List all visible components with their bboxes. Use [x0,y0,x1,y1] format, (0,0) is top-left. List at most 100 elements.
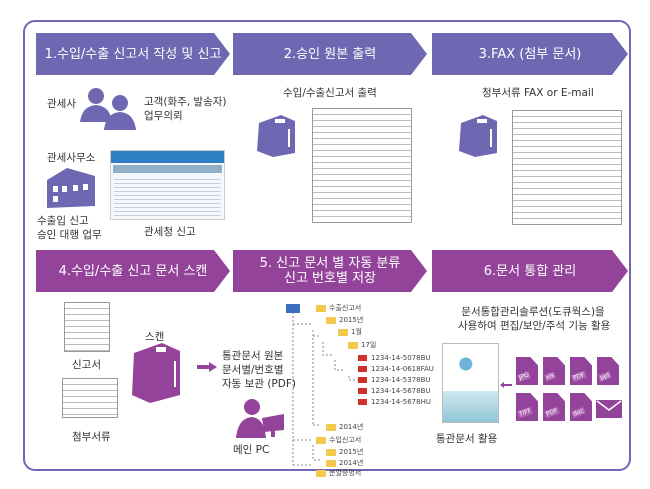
tree-label: 2014년 [339,459,364,467]
folder-icon [338,328,348,336]
tree-item[interactable]: 2015년 [326,447,363,457]
tree-item[interactable]: 수입신고서 [316,435,361,445]
tree-file[interactable]: 1234-14-5678BU [358,386,431,396]
tree-item[interactable]: 분할증명서 [316,468,361,478]
tree-item[interactable]: 17일 [348,340,376,350]
folder-icon [316,304,326,312]
arrow-left-icon [500,382,512,388]
client-label: 고객(화주, 발송자) 업무의뢰 [144,95,227,123]
customs-website-screenshot [110,150,225,220]
declaration-label: 신고서 [72,359,101,371]
pdf-file-icon: PDF [570,357,592,385]
pdf-file-icon: PDF [543,393,565,421]
file-type: ppt [598,371,612,382]
tree-label: 17일 [361,341,377,349]
attachments-thumbnail [62,378,118,418]
tree-item[interactable]: 2014년 [326,458,363,468]
step-5-line1: 5. 신고 문서 별 자동 분류 [259,256,401,271]
fax-caption: 청부서류 FAX or E-mail [482,87,594,99]
declaration-document [312,108,412,223]
customs-broker-label: 관세사 [47,98,76,110]
solution-line1: 문서통합관리솔루션(도큐웍스)을 [461,306,605,318]
fax-printer-icon [459,115,497,157]
tree-label: 수출신고서 [329,304,362,312]
printer-icon [257,115,295,157]
tree-label: 2015년 [339,316,364,324]
pdf-icon [358,399,367,405]
client-line2: 업무의뢰 [144,110,183,122]
jpg-file-icon: JPG [516,357,538,385]
docuworks-box-image [442,343,499,423]
file-type: JPG [517,371,531,382]
folder-icon [326,423,336,431]
process-frame [23,20,631,471]
office-label: 관세사무소 [47,152,96,164]
folder-icon [326,459,336,467]
file-type: PDF [544,406,560,419]
customs-report-label: 관세청 신고 [144,226,196,238]
ppt-file-icon: ppt [597,357,619,385]
storage-line3: 자동 보관 (PDF) [222,378,296,390]
tree-file[interactable]: 1234-14-5678HU [358,397,431,407]
tree-label: 1234-14-5378BU [371,376,431,384]
tree-file[interactable]: 1234-14-5378BU [358,375,431,385]
step-1-banner: 1.수입/수출 신고서 작성 및 신고 [36,33,230,75]
folder-icon [316,469,326,477]
tree-label: 2015년 [339,448,364,456]
tree-label: 2014년 [339,423,364,431]
attachments-label: 첨부서류 [72,431,111,443]
step-3-banner: 3.FAX (첨부 문서) [432,33,628,75]
people-icon [80,88,136,130]
tree-label: 1월 [351,328,362,336]
file-type: TIFF [517,406,534,419]
tree-file[interactable]: 1234-14-0618FAU [358,364,434,374]
main-pc-user-icon [236,399,284,438]
tree-item[interactable]: 수출신고서 [316,303,361,313]
folder-icon [316,436,326,444]
folder-icon [326,316,336,324]
print-caption: 수입/수출신고서 출력 [283,87,377,99]
folder-icon [348,341,358,349]
doc-file-icon: doc [570,393,592,421]
attachment-document [512,110,622,225]
file-type: doc [571,407,586,418]
tree-label: 1234-14-5678HU [371,398,431,406]
tiff-file-icon: TIFF [516,393,538,421]
envelope-icon [596,400,622,418]
client-line1: 고객(화주, 발송자) [144,96,227,108]
tree-item[interactable]: 2015년 [326,315,363,325]
step-6-banner: 6.문서 통합 관리 [432,250,628,292]
pdf-icon [358,366,367,372]
tree-label: 1234-14-5078BU [371,354,431,362]
solution-line2: 사용하여 편집/보안/주석 기능 활용 [458,320,611,332]
tree-label: 분할증명서 [329,469,362,477]
file-type: PDF [571,370,587,383]
xls-file-icon: xls [543,357,565,385]
tree-item[interactable]: 1월 [338,327,362,337]
step-5-line2: 신고 번호별 저장 [284,271,376,286]
proxy-line2: 승인 대행 업무 [37,229,102,241]
pdf-icon [358,377,367,383]
folder-icon [326,448,336,456]
pdf-icon [358,355,367,361]
usage-label: 통관문서 활용 [436,433,498,445]
main-pc-label: 메인 PC [233,444,270,456]
storage-line2: 문서별/번호별 [222,364,284,376]
tree-label: 수입신고서 [329,436,362,444]
tree-file[interactable]: 1234-14-5078BU [358,353,431,363]
tree-label: 1234-14-5678BU [371,387,431,395]
step-2-banner: 2.승인 원본 출력 [233,33,427,75]
tree-item[interactable]: 2014년 [326,422,363,432]
proxy-line1: 수출입 신고 [37,215,89,227]
pdf-icon [358,388,367,394]
scanner-icon [132,343,180,403]
tree-lines [286,304,359,466]
file-type: xls [544,371,557,382]
arrow-right-icon [197,362,217,372]
building-icon [47,168,95,208]
declaration-thumbnail [64,302,110,352]
scan-label: 스캔 [145,331,165,343]
